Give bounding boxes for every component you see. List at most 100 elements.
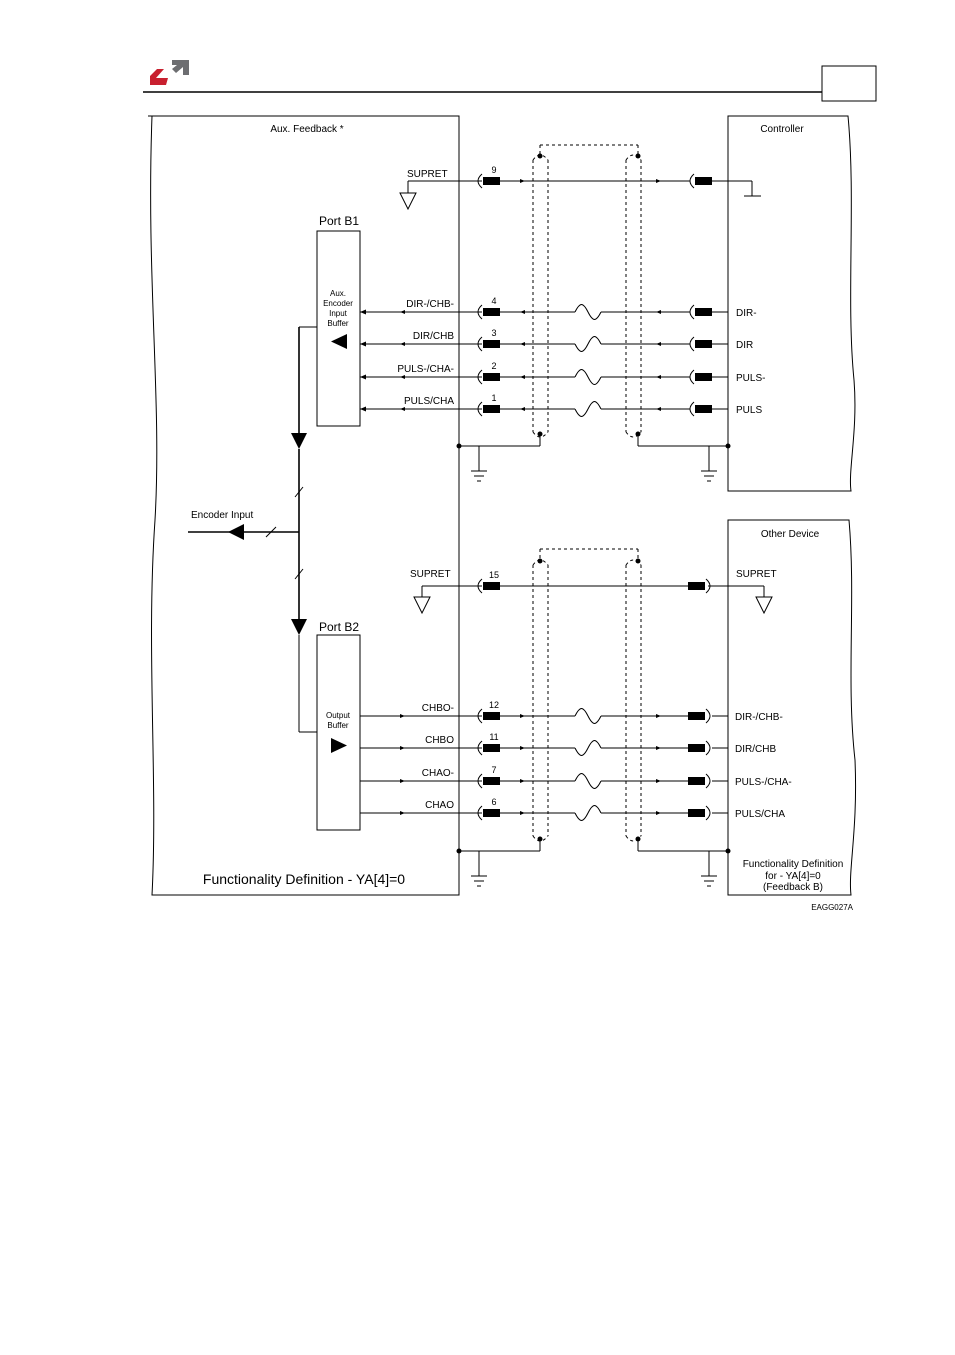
top-supret-label: SUPRET: [407, 169, 448, 180]
bottom-supret-right-pin-block: [688, 582, 705, 590]
bottom-cable-shield: [456, 548, 731, 887]
port-b1-buffer-line-1: Aux.: [330, 289, 346, 298]
encoder-input-arrow-icon: [228, 524, 244, 540]
bottom-signal-left-connector-icon: [477, 708, 483, 724]
top-supret-pin: 9: [491, 165, 496, 175]
top-signal-right-label: DIR-: [736, 308, 757, 319]
bottom-supret-pin: 15: [489, 570, 499, 580]
aux-feedback-block: [148, 115, 460, 896]
top-signal-right-connector-icon: [689, 304, 695, 320]
bottom-signal-left-pin-block: [483, 809, 500, 817]
top-signal-right-label: DIR: [736, 340, 753, 351]
port-b2-buffer-line-2: Buffer: [327, 721, 349, 730]
bottom-signal-right-pin-block: [688, 777, 705, 785]
bottom-signal-direction-arrow-icon: [400, 811, 405, 815]
bottom-signal-direction-arrow-icon: [656, 779, 661, 783]
port-b1-input-triangle-icon: [331, 334, 347, 349]
top-signal-direction-arrow-icon: [520, 375, 525, 379]
bottom-signal-right-connector-icon: [705, 773, 711, 789]
bottom-signal-direction-arrow-icon: [656, 746, 661, 750]
other-device-block: [727, 519, 857, 896]
bottom-supret-left-connector-icon: [477, 578, 483, 594]
port-b2-output-triangle-icon: [331, 738, 347, 753]
port-b2-buffer-line-1: Output: [326, 711, 351, 720]
bottom-supret-wiring: [413, 585, 773, 615]
top-signal-left-pin-block: [483, 373, 500, 381]
top-signal-direction-arrow-icon: [656, 375, 661, 379]
encoder-input-label: Encoder Input: [191, 510, 253, 521]
top-signal-direction-arrow-icon: [656, 407, 661, 411]
bottom-signal-pin-number: 11: [489, 732, 498, 742]
port-b1-buffer-line-4: Buffer: [327, 319, 349, 328]
top-signal-left-pin-block: [483, 405, 500, 413]
bottom-signal-left-label: CHBO-: [422, 703, 454, 714]
top-signal-right-pin-block: [695, 308, 712, 316]
bottom-signal-right-connector-icon: [705, 708, 711, 724]
figure-code: EAGG027A: [811, 903, 853, 912]
bottom-signal-left-pin-block: [483, 712, 500, 720]
top-supret-wiring: [399, 180, 761, 211]
top-supret-left-connector-icon: [477, 173, 483, 189]
top-signal-right-pin-block: [695, 373, 712, 381]
top-signal-left-connector-icon: [477, 304, 483, 320]
top-supret-direction-arrow-icon: [520, 179, 525, 183]
page-number-box: [821, 65, 877, 102]
bus-arrow-down-icon: [291, 619, 307, 635]
other-device-title: Other Device: [761, 529, 820, 540]
bottom-signal-right-pin-block: [688, 809, 705, 817]
top-twisted-pairs: [574, 304, 602, 417]
top-signal-right-connector-icon: [689, 336, 695, 352]
bus-arrow-down-icon: [291, 433, 307, 449]
feedback-b-definition-line-3: (Feedback B): [763, 882, 823, 893]
controller-title: Controller: [760, 124, 804, 135]
top-signal-left-connector-icon: [477, 369, 483, 385]
top-signal-pin-number: 2: [491, 361, 496, 371]
top-supret-right-pin-block: [695, 177, 712, 185]
bottom-signal-left-label: CHAO-: [422, 768, 454, 779]
bottom-signal-left-connector-icon: [477, 805, 483, 821]
top-signal-right-label: PULS-: [736, 373, 765, 384]
top-signal-left-connector-icon: [477, 401, 483, 417]
port-b1-buffer-line-3: Input: [329, 309, 348, 318]
bottom-signal-right-label: PULS-/CHA-: [735, 777, 792, 788]
top-signal-right-label: PULS: [736, 405, 762, 416]
bottom-signal-left-label: CHAO: [425, 800, 454, 811]
top-signal-left-label: PULS-/CHA-: [397, 364, 454, 375]
bottom-signal-pin-number: 6: [491, 797, 496, 807]
top-supret-direction-arrow-icon: [656, 179, 661, 183]
bottom-supret-left-label: SUPRET: [410, 569, 451, 580]
bottom-signal-direction-arrow-icon: [400, 714, 405, 718]
top-supret-right-connector-icon: [689, 173, 695, 189]
bottom-signal-direction-arrow-icon: [656, 714, 661, 718]
top-signal-direction-arrow-icon: [520, 310, 525, 314]
elmo-logo-icon: [150, 60, 189, 85]
bottom-signal-right-pin-block: [688, 744, 705, 752]
top-signal-left-label: DIR-/CHB-: [406, 299, 454, 310]
top-signal-direction-arrow-icon: [400, 407, 405, 411]
top-signal-left-pin-block: [483, 308, 500, 316]
top-signal-left-label: DIR/CHB: [413, 331, 454, 342]
bottom-twisted-pairs: [574, 708, 602, 821]
bottom-signal-left-pin-block: [483, 777, 500, 785]
bottom-signal-left-pin-block: [483, 744, 500, 752]
port-b1-buffer-box: [316, 230, 361, 427]
bottom-signal-direction-arrow-icon: [400, 779, 405, 783]
functionality-definition-label: Functionality Definition - YA[4]=0: [203, 871, 405, 887]
bottom-signal-right-connector-icon: [705, 740, 711, 756]
top-signal-input-arrow-icon: [360, 341, 366, 347]
bottom-signal-direction-arrow-icon: [400, 746, 405, 750]
top-signal-direction-arrow-icon: [520, 407, 525, 411]
port-b1-title: Port B1: [319, 214, 359, 228]
top-signal-right-pin-block: [695, 405, 712, 413]
bottom-signal-direction-arrow-icon: [656, 811, 661, 815]
encoder-bus: [188, 326, 317, 733]
top-signal-direction-arrow-icon: [400, 342, 405, 346]
port-b1-buffer-line-2: Encoder: [323, 299, 353, 308]
bottom-signal-direction-arrow-icon: [520, 714, 525, 718]
bottom-signal-left-connector-icon: [477, 773, 483, 789]
top-signal-pin-number: 1: [491, 393, 496, 403]
top-signal-pin-number: 3: [491, 328, 496, 338]
